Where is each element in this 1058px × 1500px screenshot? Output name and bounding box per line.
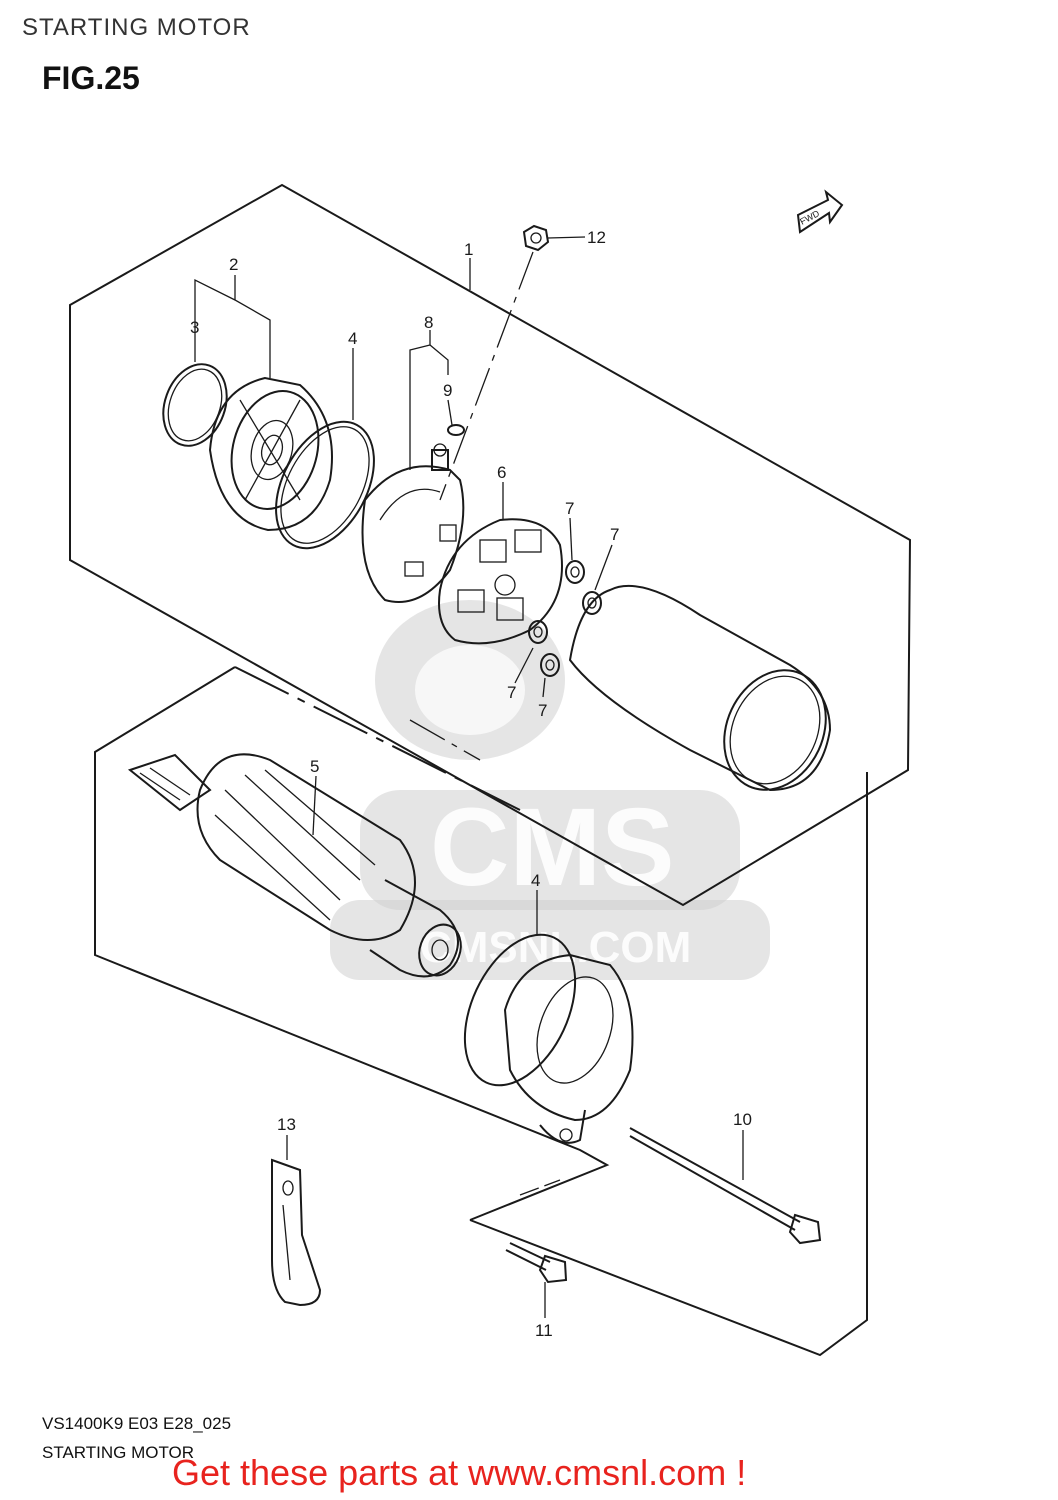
callout-8: 8 — [424, 313, 433, 332]
part-12-nut — [522, 224, 550, 252]
callout-10: 10 — [733, 1110, 752, 1129]
page-header-title: STARTING MOTOR — [22, 14, 251, 41]
callout-1: 1 — [464, 240, 473, 259]
callout-9: 9 — [443, 381, 452, 400]
diagram-code: VS1400K9 E03 E28_025 — [42, 1414, 232, 1433]
watermark-site: CMSNL.COM — [420, 923, 691, 972]
part-13-bracket — [271, 1158, 322, 1307]
lower-assembly-frame-right — [469, 772, 868, 1357]
lower-assembly-frame — [94, 666, 610, 1221]
diagram-footer-title: STARTING MOTOR — [42, 1443, 195, 1462]
callout-7-c: 7 — [507, 683, 516, 702]
callout-2: 2 — [229, 255, 238, 274]
cms-watermark: CMS CMSNL.COM — [330, 600, 770, 980]
callout-leaders — [194, 236, 744, 1318]
callout-12: 12 — [587, 228, 606, 247]
lower-end-bracket — [503, 953, 634, 1144]
callout-7-a: 7 — [565, 499, 574, 518]
figure-label: FIG.25 — [42, 60, 140, 96]
part-9-small-o-ring — [447, 424, 465, 436]
part-4-o-ring-upper — [275, 420, 375, 550]
promo-link-text[interactable]: Get these parts at www.cmsnl.com ! — [172, 1452, 747, 1493]
part-8-brush-holder-band — [361, 443, 465, 603]
upper-assembly-frame — [69, 183, 912, 907]
callout-4-lower: 4 — [531, 871, 540, 890]
part-10-long-bolt — [629, 1127, 822, 1245]
callout-13: 13 — [277, 1115, 296, 1134]
callout-6: 6 — [497, 463, 506, 482]
callout-3: 3 — [190, 318, 199, 337]
callout-11: 11 — [535, 1321, 553, 1340]
part-2-end-cover — [208, 376, 333, 532]
yoke-housing — [568, 584, 832, 792]
callout-5: 5 — [310, 757, 319, 776]
fwd-arrow-icon: FWD — [796, 189, 844, 234]
part-4-o-ring-lower — [463, 933, 577, 1087]
part-11-short-bolt — [505, 1242, 568, 1284]
watermark-brand: CMS — [430, 786, 674, 909]
callout-7-b: 7 — [610, 525, 619, 544]
part-5-armature — [127, 753, 462, 978]
callout-4-upper: 4 — [348, 329, 357, 348]
callout-7-d: 7 — [538, 701, 547, 720]
part-6-brush-plate — [438, 518, 563, 645]
part-7-insulator-set — [528, 560, 602, 677]
